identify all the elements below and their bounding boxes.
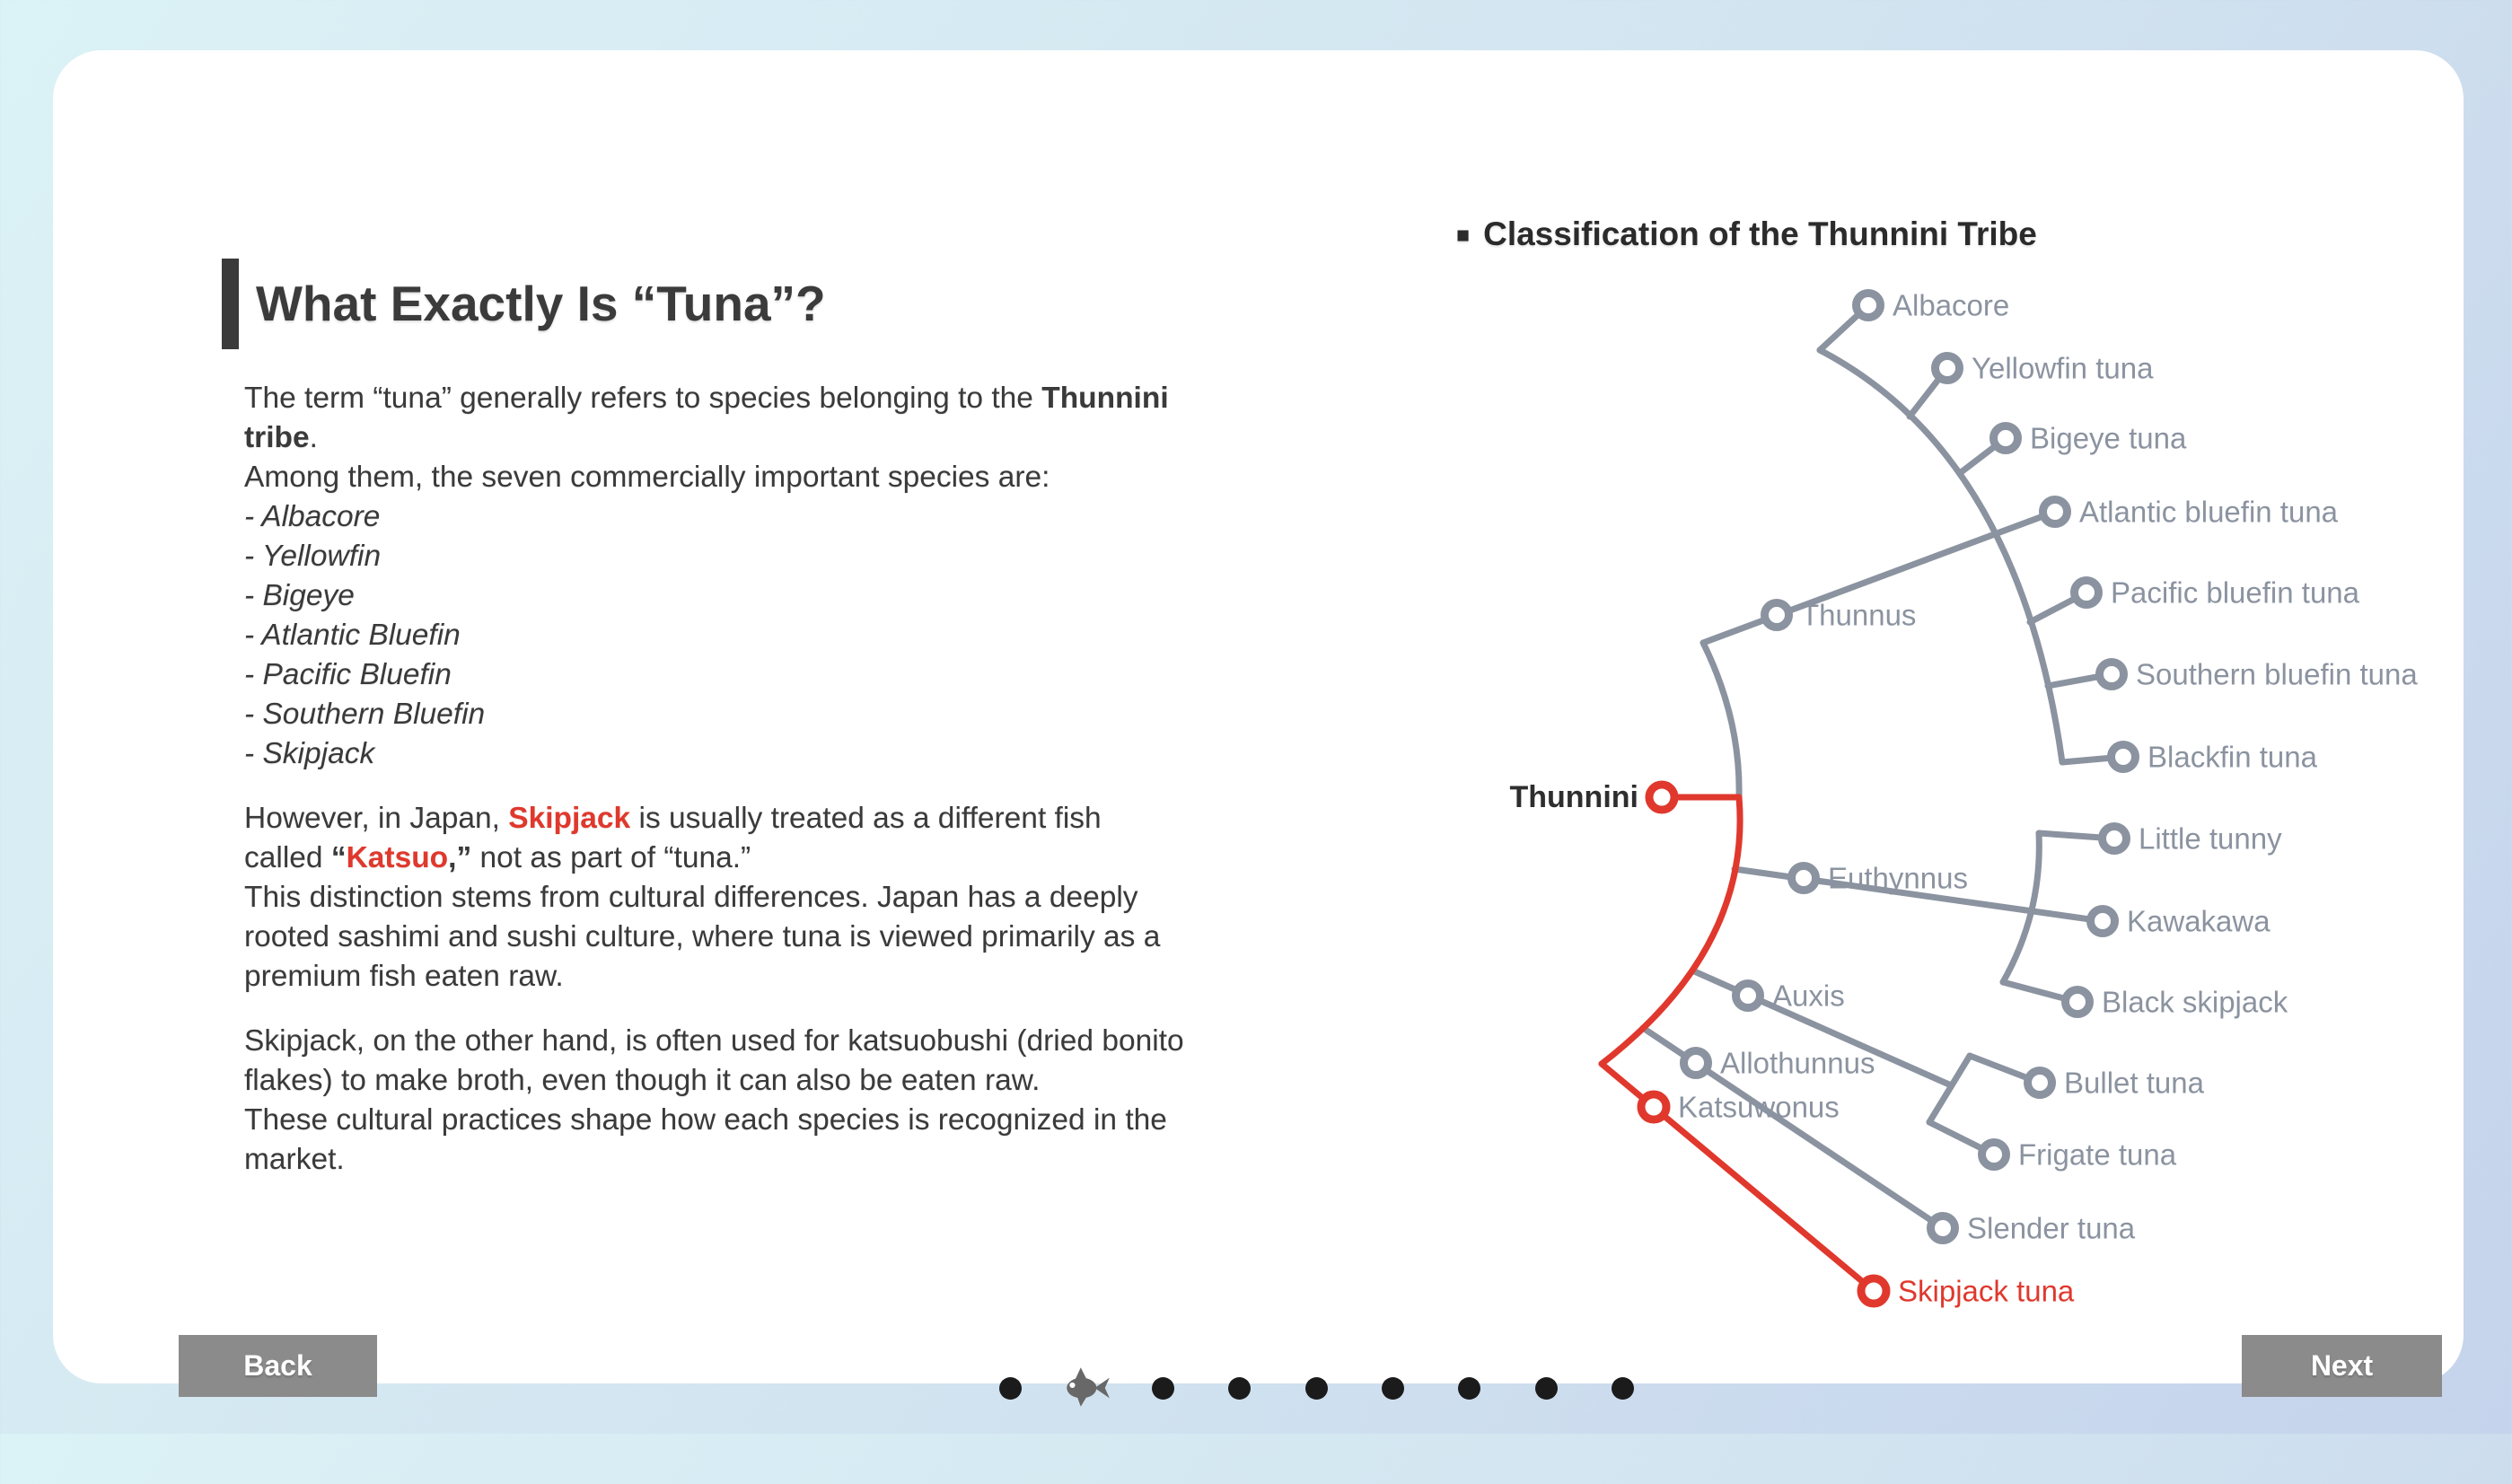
tree-edge-thunnus-leaf-arc (1816, 347, 2066, 766)
text-line: Among them, the seven commercially impor… (244, 461, 1050, 494)
tree-node-bullet-tuna (2024, 1067, 2056, 1099)
tree-label-yellowfin-tuna: Yellowfin tuna (1972, 352, 2154, 385)
text-line: tribe. (244, 421, 318, 454)
text-line: The term “tuna” generally refers to spec… (244, 382, 1169, 415)
tree-label-pacific-bluefin-tuna: Pacific bluefin tuna (2111, 576, 2360, 610)
tree-label-thunnus: Thunnus (1801, 599, 1916, 632)
text-line: rooted sashimi and sushi culture, where … (244, 920, 1161, 953)
tree-label-slender-tuna: Slender tuna (1967, 1212, 2136, 1245)
tree-label-frigate-tuna: Frigate tuna (2018, 1138, 2177, 1172)
body-paragraph-2: However, in Japan, Skipjack is usually t… (244, 799, 1402, 997)
page-dot-1[interactable] (998, 1376, 1022, 1400)
tree-label-allothunnus: Allothunnus (1720, 1047, 1875, 1080)
tree-node-albacore (1852, 289, 1884, 321)
text-line: - Pacific Bluefin (244, 658, 452, 691)
tree-label-thunnini: Thunnini (1509, 780, 1638, 814)
tree-node-allothunnus (1680, 1047, 1712, 1079)
page-dot-4[interactable] (1228, 1376, 1252, 1400)
tree-label-auxis: Auxis (1772, 979, 1845, 1013)
tree-label-katsuwonus: Katsuwonus (1678, 1091, 1840, 1124)
diagram-title: ■ Classification of the Thunnini Tribe (1456, 215, 2037, 254)
tree-label-blackfin-tuna: Blackfin tuna (2147, 741, 2318, 774)
text-line: These cultural practices shape how each … (244, 1103, 1167, 1137)
tree-node-frigate-tuna (1978, 1138, 2010, 1171)
page-dot-8[interactable] (1534, 1376, 1558, 1400)
tree-node-yellowfin-tuna (1931, 352, 1963, 384)
next-button[interactable]: Next (2242, 1335, 2442, 1397)
tree-node-euthynnus (1787, 862, 1820, 894)
tree-node-blackfin-tuna (2107, 741, 2139, 773)
tree-edge-spine-red (1598, 794, 1743, 1067)
text-line: premium fish eaten raw. (244, 960, 564, 993)
slide-card: What Exactly Is “Tuna”? The term “tuna” … (53, 50, 2464, 1407)
text-line: - Atlantic Bluefin (244, 619, 461, 652)
tree-label-bullet-tuna: Bullet tuna (2064, 1067, 2205, 1100)
title-accent-bar (222, 259, 239, 349)
tree-label-bigeye-tuna: Bigeye tuna (2030, 422, 2187, 455)
tree-node-southern-bluefin-tuna (2095, 658, 2128, 690)
square-bullet-icon: ■ (1456, 222, 1471, 248)
page-background: { "page": { "bg_start": "#dbf2f6", "bg_e… (0, 0, 2512, 1434)
tree-node-atlantic-bluefin-tuna (2039, 496, 2071, 528)
tree-node-slender-tuna (1927, 1212, 1959, 1244)
tree-node-pacific-bluefin-tuna (2070, 576, 2103, 609)
tree-node-auxis (1732, 979, 1764, 1012)
tree-node-little-tunny (2098, 822, 2130, 855)
text-line: - Skipjack (244, 737, 375, 770)
tree-node-bigeye-tuna (1989, 422, 2022, 454)
page-dot-9[interactable] (1611, 1376, 1634, 1400)
diagram-title-text: Classification of the Thunnini Tribe (1483, 215, 2037, 252)
page-dot-3[interactable] (1152, 1376, 1175, 1400)
tree-node-black-skipjack (2061, 986, 2094, 1018)
tree-node-katsuwonus (1637, 1090, 1671, 1124)
page-dot-6[interactable] (1382, 1376, 1404, 1400)
back-button[interactable]: Back (179, 1335, 377, 1397)
tree-label-albacore: Albacore (1893, 289, 2009, 322)
text-line: However, in Japan, Skipjack is usually t… (244, 802, 1102, 835)
text-line: called “Katsuo,” not as part of “tuna.” (244, 841, 751, 874)
tree-node-thunnini (1645, 780, 1679, 814)
text-line: - Southern Bluefin (244, 698, 486, 731)
page-dot-5[interactable] (1304, 1376, 1328, 1400)
tree-label-atlantic-bluefin-tuna: Atlantic bluefin tuna (2079, 496, 2339, 529)
text-line: - Bigeye (244, 579, 355, 612)
text-line: This distinction stems from cultural dif… (244, 881, 1138, 914)
text-line: Skipjack, on the other hand, is often us… (244, 1024, 1184, 1058)
current-page-fish-icon (1060, 1365, 1112, 1409)
text-line: - Albacore (244, 500, 381, 533)
tree-label-southern-bluefin-tuna: Southern bluefin tuna (2136, 658, 2418, 691)
slide-title: What Exactly Is “Tuna”? (256, 276, 826, 331)
tree-node-skipjack-tuna (1857, 1274, 1891, 1308)
tree-edge-euthynnus-bracket (1999, 830, 2042, 986)
tree-label-black-skipjack: Black skipjack (2102, 986, 2288, 1019)
body-paragraph-3: Skipjack, on the other hand, is often us… (244, 1022, 1402, 1180)
text-line: - Yellowfin (244, 540, 382, 573)
tree-label-kawakawa: Kawakawa (2127, 905, 2270, 938)
page-dot-7[interactable] (1458, 1376, 1481, 1400)
slide-body-text: The term “tuna” generally refers to spec… (244, 379, 1402, 1205)
tree-label-euthynnus: Euthynnus (1828, 862, 1968, 895)
tree-edge-spine-upper (1700, 639, 1743, 801)
body-paragraph-1: The term “tuna” generally refers to spec… (244, 379, 1402, 774)
tree-edge-auxis-bracket (1926, 1052, 1973, 1126)
tree-node-kawakawa (2086, 905, 2119, 937)
tree-node-thunnus (1761, 599, 1793, 631)
text-line: market. (244, 1143, 345, 1176)
text-line: flakes) to make broth, even though it ca… (244, 1064, 1041, 1097)
tree-label-little-tunny: Little tunny (2139, 822, 2282, 856)
tree-label-skipjack-tuna: Skipjack tuna (1898, 1275, 2075, 1308)
